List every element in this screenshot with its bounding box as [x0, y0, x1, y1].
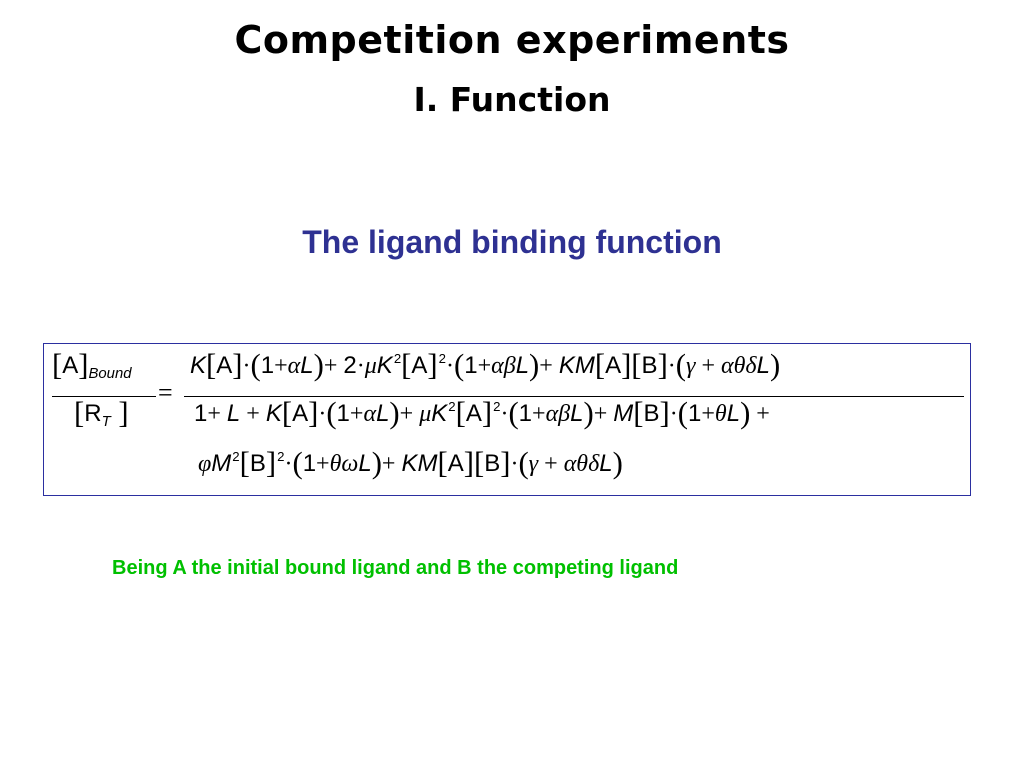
equals-sign: = — [158, 378, 173, 407]
equation-denominator-line1: 1+ L + K[A]·(1+αL)+ μK2[A]2·(1+αβL)+ M[B… — [194, 396, 770, 430]
section-heading: The ligand binding function — [302, 224, 722, 260]
main-fraction-line — [184, 396, 964, 398]
lhs-denominator: [RT ] — [74, 396, 129, 431]
lhs-numerator: [A]Bound — [52, 348, 132, 383]
equation-numerator: K[A]·(1+αL)+ 2·μK2[A]2·(1+αβL)+ KM[A][B]… — [190, 348, 781, 382]
equation-denominator-line2: φM2[B]2·(1+θωL)+ KM[A][B]·(γ + αθδL) — [198, 446, 623, 480]
equation-caption: Being A the initial bound ligand and B t… — [112, 557, 679, 579]
slide-title: Competition experiments — [234, 18, 790, 62]
equation-box: [A]Bound [RT ] = K[A]·(1+αL)+ 2·μK2[A]2·… — [43, 343, 971, 496]
lhs-fraction-line — [52, 396, 156, 398]
slide-subtitle-section: I. Function — [413, 80, 611, 119]
